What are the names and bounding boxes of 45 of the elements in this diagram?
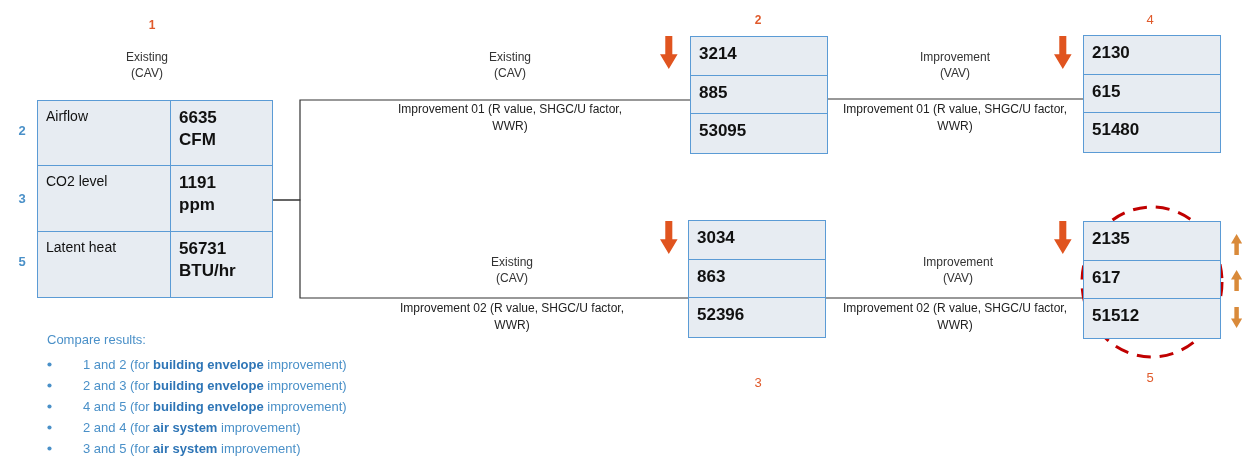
data-table xyxy=(688,220,826,338)
scenario-label: Existing (CAV) xyxy=(488,50,532,82)
callout-number: 3 xyxy=(754,375,762,392)
row-number: 2 xyxy=(18,123,26,140)
list-item: 3 and 5 (for air system improvement) xyxy=(83,441,301,456)
scenario-label: Improvement (VAV) xyxy=(922,255,994,287)
result-value: 617 xyxy=(1084,260,1220,300)
result-value: 3034 xyxy=(689,221,825,260)
parameter-value: 56731 BTU/hr xyxy=(178,237,237,282)
data-table xyxy=(37,100,273,298)
connector-line xyxy=(825,297,1084,299)
row-number: 5 xyxy=(18,254,26,271)
result-value: 52396 xyxy=(696,304,746,327)
list-item: 1 and 2 (for building envelope improvement) xyxy=(83,357,347,372)
parameter-name: Latent heat xyxy=(38,231,171,297)
list-item: 2 and 3 (for building envelope improvement) xyxy=(83,378,347,393)
callout-number: 5 xyxy=(1146,370,1154,387)
list-item: 2 and 4 (for air system improvement) xyxy=(83,420,301,435)
connector-line xyxy=(272,199,689,299)
scenario-label: Improvement (VAV) xyxy=(919,50,991,82)
list-heading: Compare results: xyxy=(47,332,146,349)
parameter-value: 6635 CFM xyxy=(171,101,272,167)
parameter-value: 1191 ppm xyxy=(171,166,272,232)
result-value: 51480 xyxy=(1091,119,1141,142)
result-value: 885 xyxy=(691,75,827,115)
callout-number: 4 xyxy=(1146,12,1154,29)
result-value: 51512 xyxy=(1091,305,1141,328)
connector-line xyxy=(827,98,1084,100)
result-value: 3214 xyxy=(691,37,827,76)
row-number: 3 xyxy=(18,191,26,208)
callout-number: 1 xyxy=(148,18,156,34)
data-table xyxy=(1083,221,1221,339)
column-heading: Existing (CAV) xyxy=(125,50,169,82)
result-value: 53095 xyxy=(698,120,748,143)
parameter-name: CO2 level xyxy=(38,166,171,232)
result-value: 2130 xyxy=(1084,36,1220,75)
scenario-label: Existing (CAV) xyxy=(490,255,534,287)
list-item: 4 and 5 (for building envelope improvement) xyxy=(83,399,347,414)
data-table xyxy=(1083,35,1221,153)
result-value: 615 xyxy=(1084,74,1220,114)
data-table xyxy=(690,36,828,154)
result-value: 2135 xyxy=(1084,222,1220,261)
parameter-name: Airflow xyxy=(38,101,171,167)
result-value: 863 xyxy=(689,259,825,299)
callout-number: 2 xyxy=(754,13,762,29)
